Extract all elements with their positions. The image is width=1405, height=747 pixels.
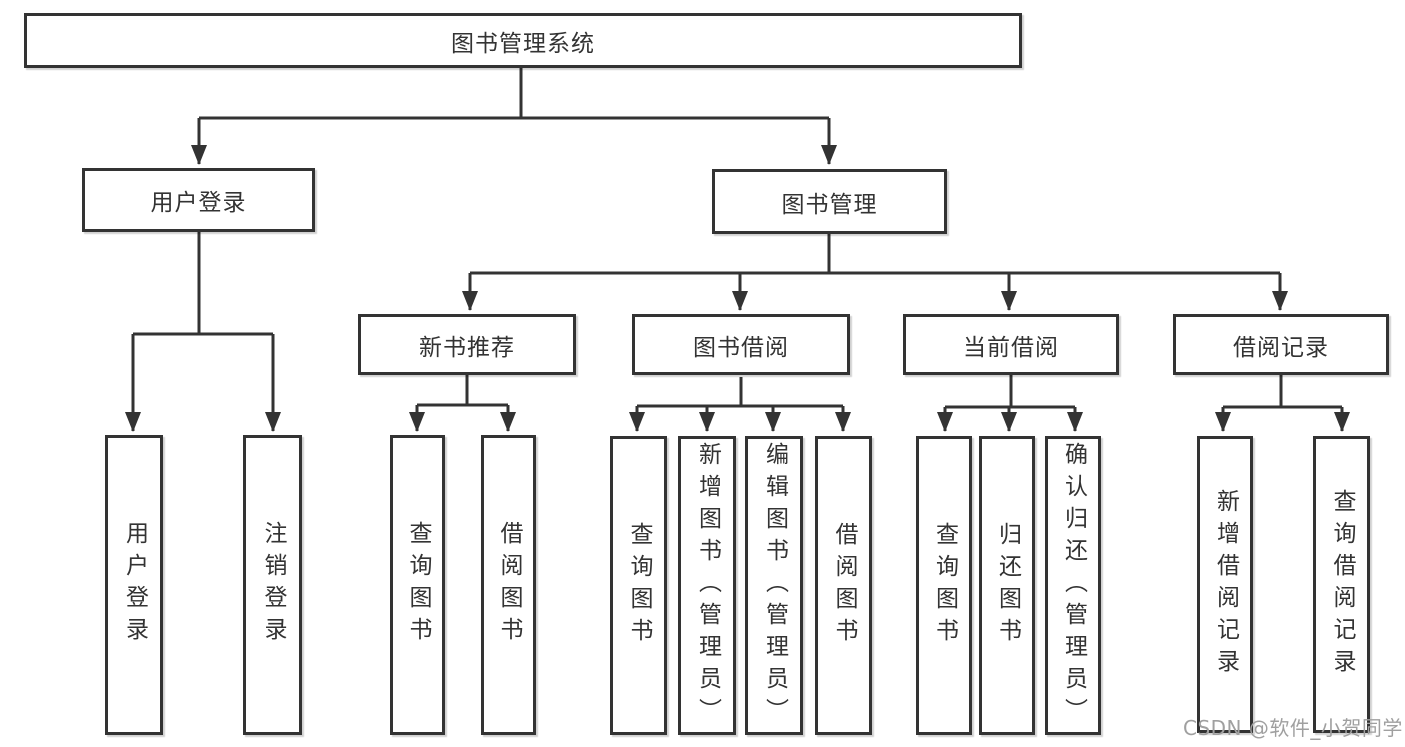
node-book-management: 图书管理 bbox=[712, 169, 947, 234]
node-root: 图书管理系统 bbox=[24, 13, 1022, 68]
node-user-login-label: 用户登录 bbox=[150, 190, 247, 216]
leaf-add-borrow-record-label: 新增借阅记录 bbox=[1212, 488, 1239, 681]
node-new-book-recommend: 新书推荐 bbox=[358, 314, 576, 375]
leaf-edit-book-admin: 编辑图书（管理员） bbox=[745, 436, 803, 735]
leaf-search-borrow-record: 查询借阅记录 bbox=[1313, 436, 1370, 733]
leaf-confirm-return-admin: 确认归还（管理员） bbox=[1045, 436, 1101, 735]
leaf-return-book: 归还图书 bbox=[979, 436, 1035, 735]
node-book-borrow: 图书借阅 bbox=[632, 314, 850, 375]
leaf-add-book-admin: 新增图书（管理员） bbox=[678, 436, 736, 735]
node-current-borrow: 当前借阅 bbox=[903, 314, 1119, 375]
leaf-add-book-admin-label: 新增图书（管理员） bbox=[694, 441, 721, 730]
leaf-confirm-return-admin-label: 确认归还（管理员） bbox=[1060, 441, 1087, 730]
node-user-login: 用户登录 bbox=[82, 168, 315, 232]
node-root-label: 图书管理系统 bbox=[451, 30, 595, 57]
leaf-borrow-book-recommend: 借阅图书 bbox=[481, 435, 536, 735]
leaf-borrow-book-label: 借阅图书 bbox=[831, 521, 857, 650]
leaf-logout: 注销登录 bbox=[243, 435, 302, 735]
leaf-borrow-book-recommend-label: 借阅图书 bbox=[496, 521, 522, 649]
leaf-search-book-recommend-label: 查询图书 bbox=[405, 521, 431, 649]
leaf-search-book-borrow: 查询图书 bbox=[610, 436, 667, 735]
leaf-borrow-book: 借阅图书 bbox=[815, 436, 872, 735]
node-borrow-records-label: 借阅记录 bbox=[1233, 334, 1329, 361]
leaf-search-book-current-label: 查询图书 bbox=[931, 521, 958, 650]
watermark: CSDN @软件_小贺同学 bbox=[1183, 716, 1403, 740]
leaf-edit-book-admin-label: 编辑图书（管理员） bbox=[761, 441, 788, 730]
node-borrow-records: 借阅记录 bbox=[1173, 314, 1389, 375]
leaf-search-borrow-record-label: 查询借阅记录 bbox=[1329, 488, 1355, 681]
node-book-borrow-label: 图书借阅 bbox=[693, 334, 789, 361]
leaf-return-book-label: 归还图书 bbox=[994, 521, 1021, 650]
leaf-add-borrow-record: 新增借阅记录 bbox=[1197, 436, 1253, 733]
leaf-logout-label: 注销登录 bbox=[260, 521, 286, 649]
leaf-user-login-label: 用户登录 bbox=[121, 521, 148, 649]
leaf-user-login: 用户登录 bbox=[105, 435, 163, 735]
leaf-search-book-current: 查询图书 bbox=[916, 436, 972, 735]
leaf-search-book-borrow-label: 查询图书 bbox=[626, 521, 652, 650]
leaf-search-book-recommend: 查询图书 bbox=[390, 435, 445, 735]
node-book-management-label: 图书管理 bbox=[781, 191, 878, 218]
node-new-book-recommend-label: 新书推荐 bbox=[419, 334, 515, 361]
node-current-borrow-label: 当前借阅 bbox=[963, 334, 1059, 361]
